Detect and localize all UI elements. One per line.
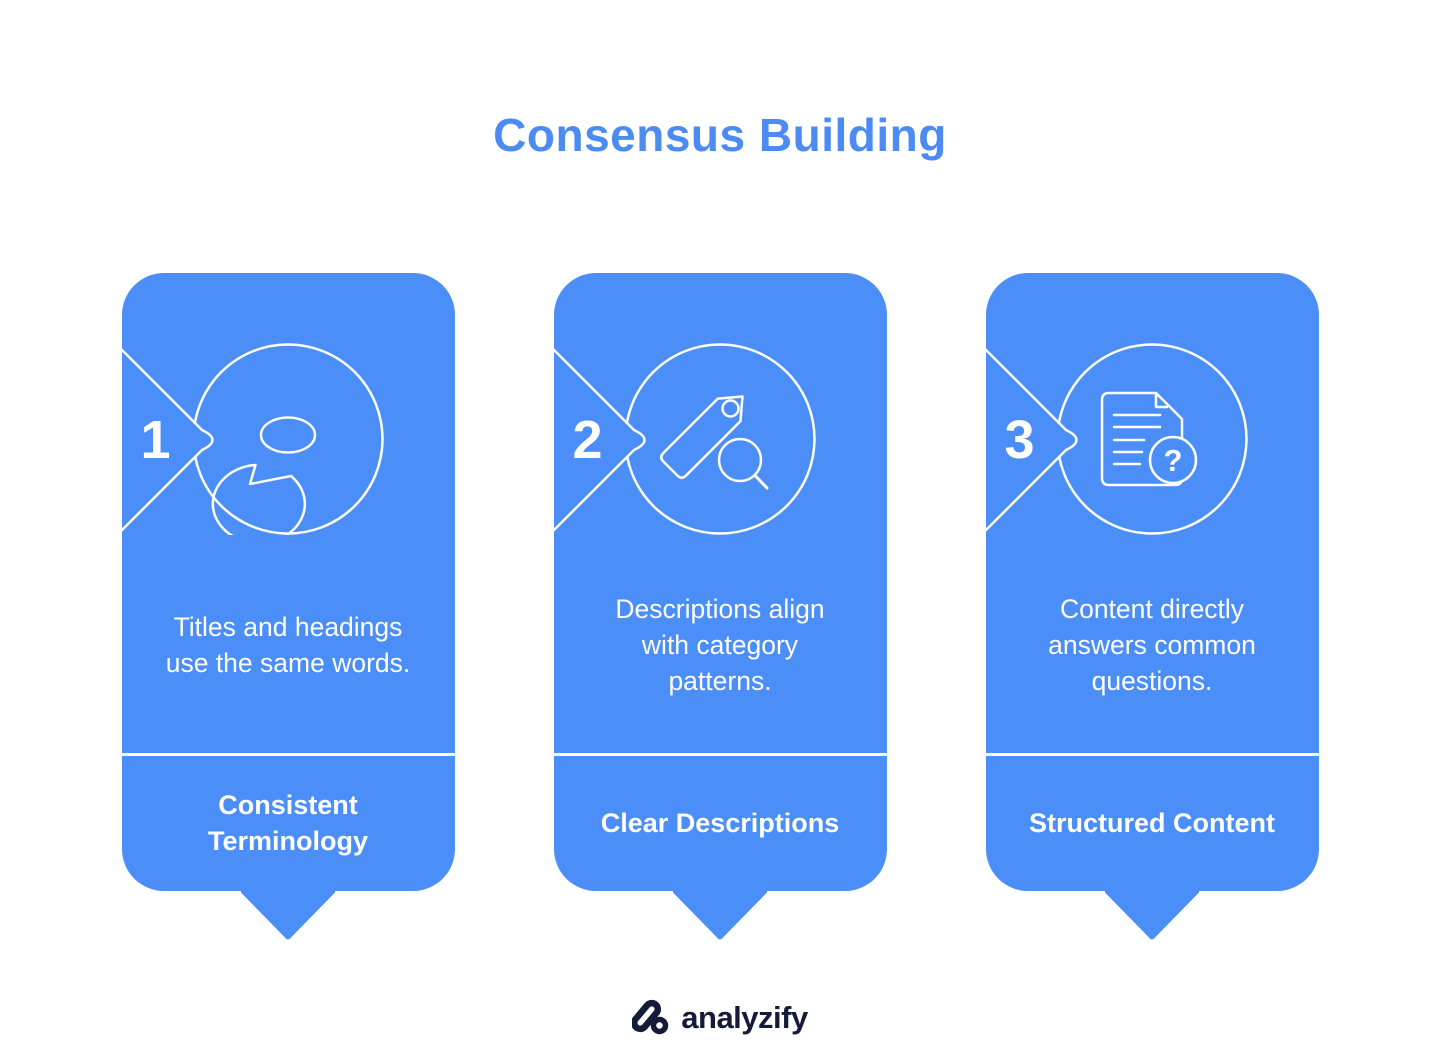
card-tail-pointer — [1105, 891, 1199, 940]
tag-search-icon — [624, 343, 816, 535]
card-label-zone: Clear Descriptions — [554, 755, 887, 891]
step-card-wrap-2: 2 Descriptions align with category patte… — [553, 273, 887, 943]
brand-mark-icon — [632, 999, 669, 1035]
step-card-wrap-1: 1 Titles and headings use the same words… — [121, 273, 455, 943]
svg-text:?: ? — [1164, 443, 1183, 478]
card-label-zone: Consistent Terminology — [122, 755, 455, 891]
card-description-zone: Titles and headings use the same words. — [122, 536, 455, 753]
step-number-badge: 1 — [140, 410, 171, 470]
step-card-wrap-3: ? 3 Content directly answers common ques… — [985, 273, 1319, 943]
card-tail-pointer — [241, 891, 335, 940]
card-label: Structured Content — [1029, 808, 1275, 838]
document-question-icon: ? — [1056, 343, 1248, 535]
card-label: Clear Descriptions — [600, 808, 840, 838]
card-description: Descriptions align with category pattern… — [615, 593, 825, 696]
card-description-zone: Descriptions align with category pattern… — [554, 536, 887, 753]
step-card-2: 2 Descriptions align with category patte… — [553, 273, 887, 891]
step-number-badge: 2 — [572, 410, 603, 470]
chevron-notch — [985, 348, 1078, 532]
card-label-zone: Structured Content — [986, 755, 1319, 891]
card-description-zone: Content directly answers common question… — [986, 536, 1319, 753]
step-number-badge: 3 — [1004, 410, 1035, 470]
steps-row: 1 Titles and headings use the same words… — [0, 273, 1440, 943]
brand-name: analyzify — [681, 1000, 808, 1035]
card-description: Titles and headings use the same words. — [165, 611, 411, 678]
step-card-3: ? 3 Content directly answers common ques… — [985, 273, 1319, 891]
chevron-notch — [553, 348, 646, 532]
card-label: Consistent Terminology — [207, 790, 368, 856]
chevron-notch — [121, 348, 214, 532]
card-divider — [553, 753, 887, 756]
brand-logo: analyzify — [0, 999, 1440, 1037]
page-title: Consensus Building — [493, 109, 947, 161]
card-description: Content directly answers common question… — [1048, 593, 1256, 696]
step-card-1: 1 Titles and headings use the same words… — [121, 273, 455, 891]
card-divider — [121, 753, 455, 756]
card-divider — [985, 753, 1319, 756]
card-tail-pointer — [673, 891, 767, 940]
